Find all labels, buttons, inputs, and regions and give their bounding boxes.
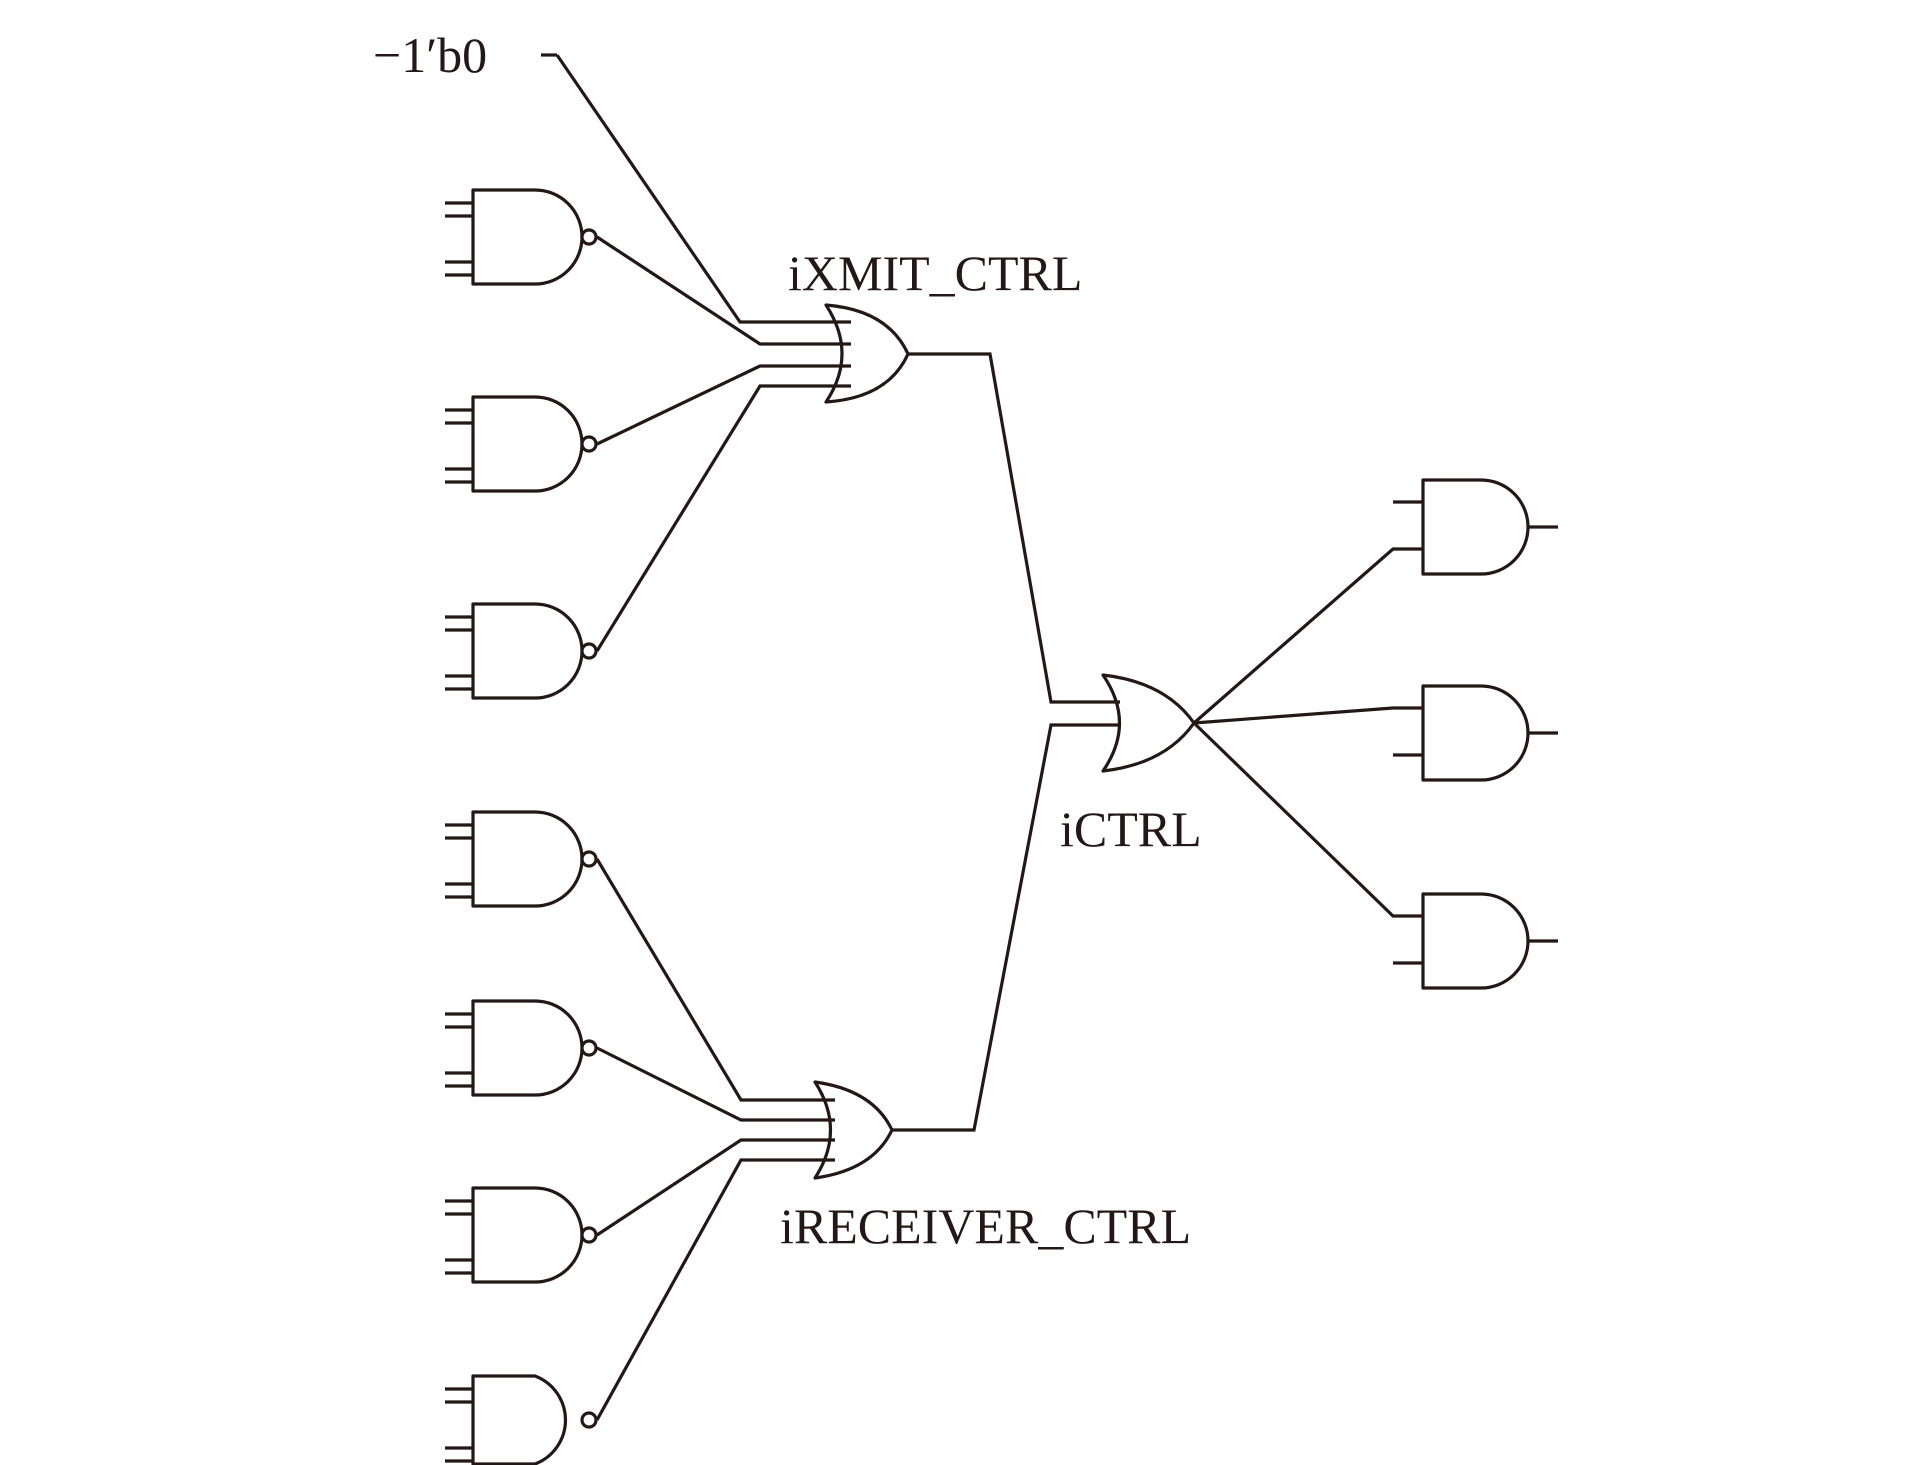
ctrl-label: iCTRL — [1060, 801, 1202, 857]
nand-gate-receiver-1 — [445, 810, 598, 908]
or-gate-receiver-ctrl — [595, 723, 1120, 1421]
nand-gate-xmit-3 — [445, 602, 598, 700]
or-gate-ctrl — [1101, 547, 1423, 918]
or-gate-xmit-ctrl — [541, 53, 1120, 704]
and-gate-output-3 — [1393, 892, 1558, 990]
nand-gate-xmit-1 — [445, 188, 598, 286]
xmit-ctrl-label: iXMIT_CTRL — [788, 245, 1082, 301]
receiver-ctrl-label: iRECEIVER_CTRL — [780, 1198, 1191, 1254]
const-input-label: −1′b0 — [373, 27, 487, 83]
nand-gate-xmit-2 — [445, 395, 598, 493]
and-gate-output-2 — [1393, 684, 1558, 782]
nand-gate-receiver-2 — [445, 999, 598, 1097]
nand-gate-receiver-4 — [445, 1374, 598, 1465]
and-gate-output-1 — [1393, 478, 1558, 576]
nand-gate-receiver-3 — [445, 1186, 598, 1284]
